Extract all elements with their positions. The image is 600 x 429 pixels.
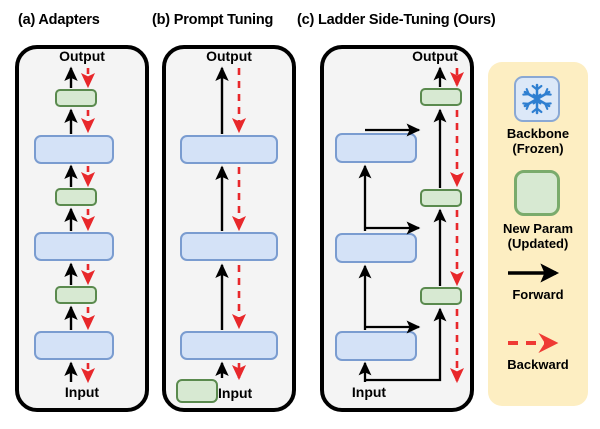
panel-title-c: (c) Ladder Side-Tuning (Ours) [297, 12, 496, 28]
legend-backbone-label-line2: (Frozen) [512, 141, 564, 156]
panel-c-side-module-3 [420, 88, 462, 106]
panel-a-adapter-bottom [55, 286, 97, 304]
panel-c-backbone-block-1 [335, 331, 417, 361]
panel-b-backbone-block-2 [180, 232, 278, 261]
panel-b-backbone-block-1 [180, 331, 278, 360]
panel-a-output-label: Output [59, 48, 105, 64]
legend-forward-label: Forward [512, 287, 564, 302]
panel-b-input-label: Input [218, 385, 253, 401]
panel-title-a: (a) Adapters [18, 12, 100, 28]
legend-backward-label: Backward [507, 357, 569, 372]
legend-backbone-swatch [514, 76, 560, 122]
panel-c-backbone-block-3 [335, 133, 417, 163]
panel-b-backbone-block-3 [180, 135, 278, 164]
panel-title-b: (b) Prompt Tuning [152, 12, 274, 28]
panel-c-output-label: Output [412, 48, 458, 64]
legend-backward-arrow-icon [508, 333, 559, 353]
panel-a-adapter-top [55, 89, 97, 107]
panel-a-backbone-block-2 [34, 232, 114, 261]
panel-b-prompt-token [176, 379, 218, 403]
legend-new-param-label-line2: (Updated) [507, 236, 569, 251]
panel-a-backbone-block-3 [34, 135, 114, 164]
panel-c-backbone-block-2 [335, 233, 417, 263]
panel-c-side-module-2 [420, 189, 462, 207]
panel-c-input-label: Input [351, 384, 387, 400]
snowflake-icon [522, 83, 552, 115]
panel-a-backbone-block-1 [34, 331, 114, 360]
legend-new-param-label-line1: New Param [502, 221, 574, 236]
legend-new-param-swatch [514, 170, 560, 216]
panel-b-output-label: Output [206, 48, 252, 64]
panel-a-input-label: Input [64, 384, 100, 400]
panel-a-adapter-mid [55, 188, 97, 206]
legend-backbone-label-line1: Backbone [506, 126, 570, 141]
panel-c-side-module-1 [420, 287, 462, 305]
legend-forward-arrow-icon [508, 263, 560, 283]
